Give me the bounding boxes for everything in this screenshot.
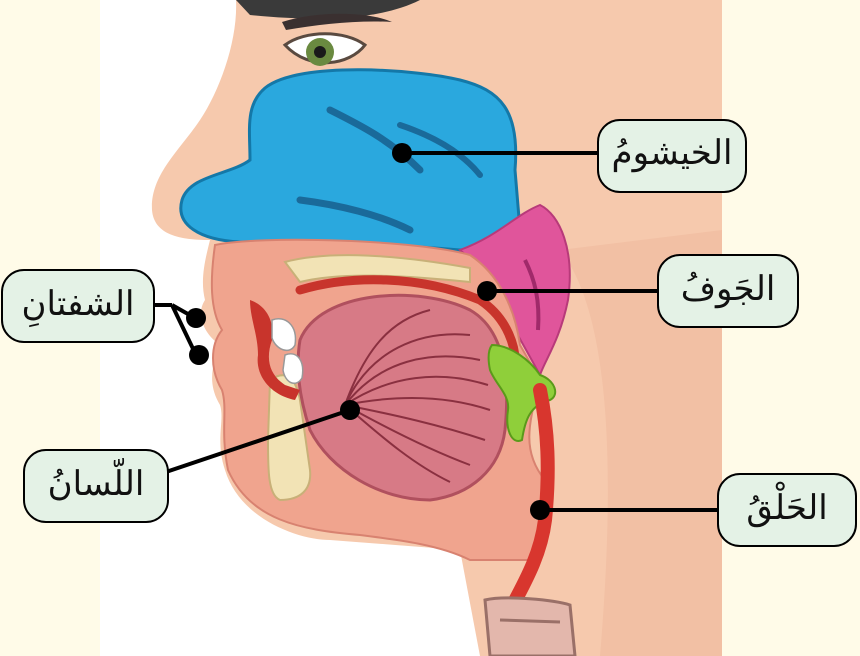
dot-jawf	[477, 281, 497, 301]
label-throat: الحَلْقُ	[718, 474, 856, 546]
label-lips-text: الشفتانِ	[22, 284, 135, 327]
label-nasal: الخيشومُ	[598, 120, 746, 192]
dot-lip-upper	[186, 308, 206, 328]
label-jawf: الجَوفُ	[658, 255, 798, 327]
trachea	[485, 598, 575, 656]
dot-nasal	[392, 143, 412, 163]
label-throat-text: الحَلْقُ	[746, 482, 827, 528]
pupil	[314, 46, 326, 58]
label-nasal-text: الخيشومُ	[612, 133, 733, 173]
lower-tooth	[283, 354, 303, 383]
dot-throat	[530, 500, 550, 520]
dot-tongue	[340, 400, 360, 420]
label-tongue-text: اللّسانُ	[48, 458, 145, 504]
trachea-ring	[500, 620, 560, 622]
dot-lip-lower	[189, 345, 209, 365]
label-jawf-text: الجَوفُ	[681, 269, 776, 309]
label-tongue: اللّسانُ	[24, 450, 168, 522]
label-lips: الشفتانِ	[2, 270, 154, 342]
